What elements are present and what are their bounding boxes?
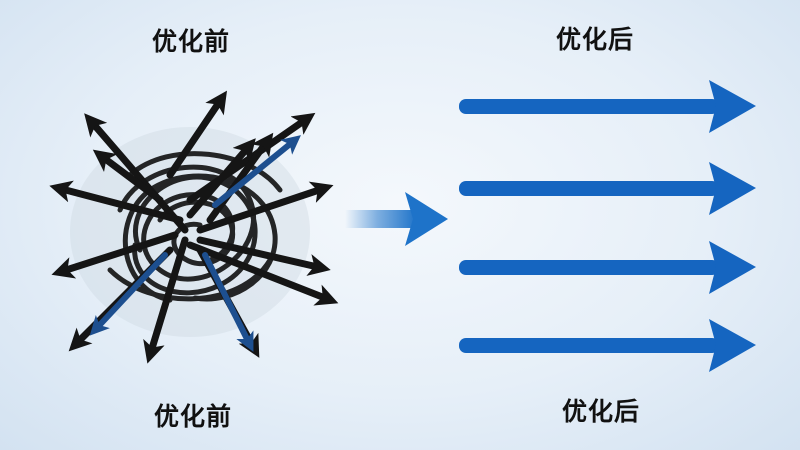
ordered-arrow-4 [459, 319, 756, 372]
ordered-arrows [459, 80, 756, 372]
ordered-arrow-2 [459, 162, 756, 215]
after-title-top: 优化后 [556, 25, 635, 54]
before-title-top: 优化前 [152, 27, 231, 56]
after-title-bottom: 优化后 [562, 397, 641, 426]
chaotic-arrows-cluster [49, 90, 339, 364]
before-title-bottom: 优化前 [154, 402, 233, 431]
blue-tinted-chaos-arrows [89, 135, 301, 352]
ordered-arrow-1 [459, 80, 756, 133]
ordered-arrow-3 [459, 241, 756, 294]
transition-arrow [345, 192, 448, 246]
